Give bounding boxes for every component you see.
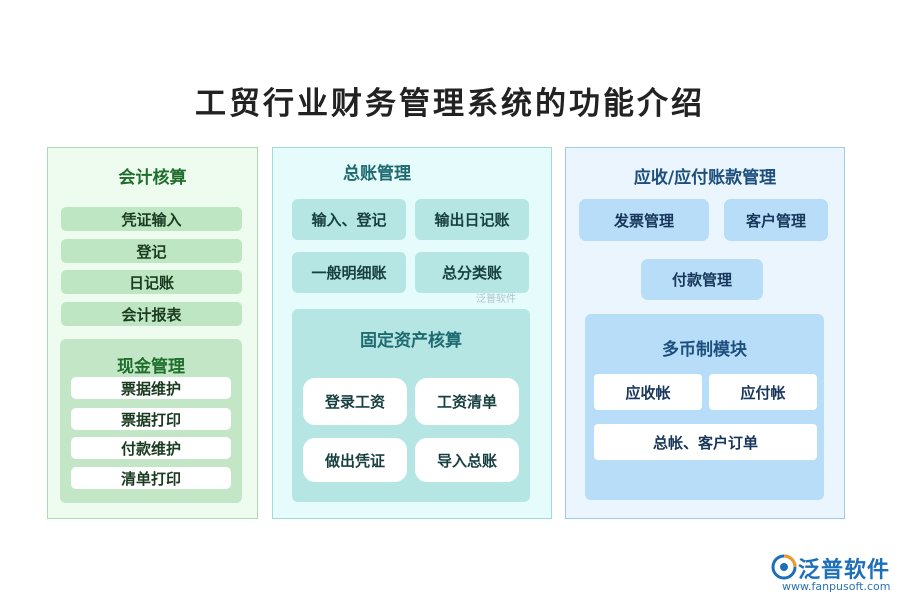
fanpu-logo-icon [771,554,797,580]
multi-currency-header: 多币制模块 [662,340,747,360]
watermark: 泛普软件 [476,294,516,305]
accounting-item-reports: 会计报表 [61,302,242,326]
receivable-header: 应收/应付账款管理 [633,168,777,188]
ledger-item-output-journal: 输出日记账 [415,199,529,240]
currency-item-receivable: 应收帐 [594,374,702,410]
receivable-item-payment: 付款管理 [641,259,763,300]
accounting-item-voucher-input: 凭证输入 [61,207,242,231]
ledger-item-general-ledger: 总分类账 [415,252,529,293]
assets-item-import-ledger: 导入总账 [415,438,519,482]
receivable-item-invoice: 发票管理 [579,199,709,241]
assets-item-make-voucher: 做出凭证 [303,438,407,482]
accounting-item-journal: 日记账 [61,270,242,294]
cash-management-header: 现金管理 [117,357,185,377]
fixed-assets-header: 固定资产核算 [360,331,462,351]
accounting-header: 会计核算 [118,168,187,188]
receivable-item-customer: 客户管理 [724,199,828,241]
cash-item-payment-maintain: 付款维护 [71,437,231,459]
currency-item-payable: 应付帐 [709,374,817,410]
cash-item-ticket-maintain: 票据维护 [71,377,231,399]
assets-item-login-salary: 登录工资 [303,378,407,425]
page-title: 工贸行业财务管理系统的功能介绍 [195,86,705,122]
logo-url: www.fanpusoft.com [782,580,891,593]
ledger-header: 总账管理 [343,164,411,184]
assets-item-salary-list: 工资清单 [415,378,519,425]
cash-item-list-print: 清单打印 [71,467,231,489]
accounting-item-register: 登记 [61,239,242,263]
cash-item-ticket-print: 票据打印 [71,408,231,430]
ledger-item-general-detail: 一般明细账 [292,252,406,293]
currency-item-ledger-orders: 总帐、客户订单 [594,424,817,460]
ledger-item-input-register: 输入、登记 [292,199,406,240]
logo-name: 泛普软件 [798,558,891,583]
